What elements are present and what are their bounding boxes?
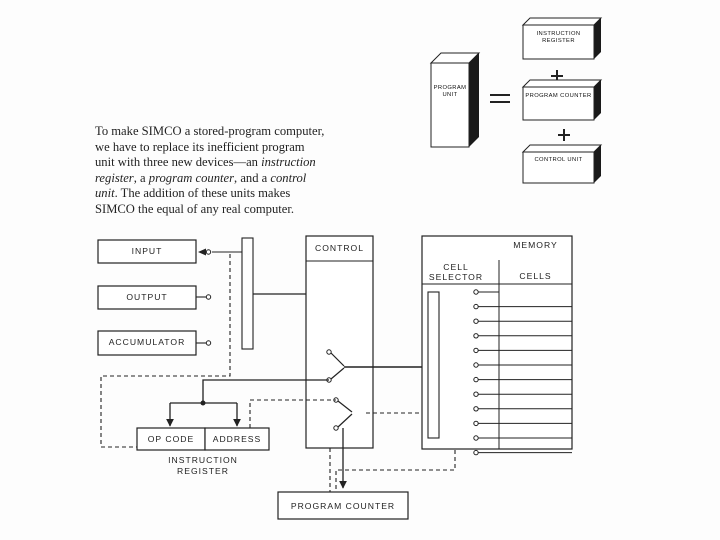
program-unit-box <box>429 52 481 148</box>
memory-cell-contact <box>473 449 479 456</box>
instruction-register-box <box>521 17 603 60</box>
output-label: OUTPUT <box>126 292 168 302</box>
plus-sign <box>558 129 570 141</box>
input-connector <box>198 248 240 256</box>
instruction-register-caption-1: INSTRUCTION <box>168 455 238 465</box>
memory-cell-contact <box>473 362 479 368</box>
caption-line: To make SIMCO a stored-program computer, <box>95 124 325 138</box>
program-unit-label: PROGRAM UNIT <box>433 85 467 98</box>
control-unit-box <box>521 144 603 184</box>
memory-cells <box>473 289 572 456</box>
memory-cell-contact <box>473 406 479 412</box>
caption-em: register <box>95 170 134 185</box>
instruction-register-label: INSTRUCTION REGISTER <box>536 31 581 44</box>
control-box <box>305 235 374 449</box>
caption-paragraph: To make SIMCO a stored-program computer,… <box>95 124 395 217</box>
caption-em: program counter <box>148 170 235 185</box>
instruction-register-caption-2: REGISTER <box>177 466 229 476</box>
caption-em: control <box>270 170 307 185</box>
cell-selector-bar <box>427 291 440 439</box>
op-code-label: OP CODE <box>147 434 195 444</box>
accumulator-label: ACCUMULATOR <box>108 337 186 347</box>
plus-sign <box>551 70 563 82</box>
caption-em: unit <box>95 186 115 200</box>
equals-sign <box>490 94 510 103</box>
memory-cell-contact <box>473 333 479 339</box>
caption-em: instruction <box>261 155 316 169</box>
program-counter-box <box>521 79 603 121</box>
memory-cell-contact <box>473 289 479 295</box>
caption-line: . The addition of these units makes <box>114 186 291 200</box>
memory-cell-contact <box>473 391 479 397</box>
caption-line: unit with three new devices—an <box>95 155 262 169</box>
caption-line: , a <box>133 170 149 185</box>
address-box <box>204 427 270 451</box>
control-label: CONTROL <box>314 243 365 253</box>
memory-cell-contact <box>473 347 479 354</box>
memory-cell-contact <box>473 318 479 324</box>
control-unit-label: CONTROL UNIT <box>534 157 583 163</box>
input-label: INPUT <box>131 246 163 256</box>
accumulator-box <box>97 330 197 356</box>
io-selector-bar <box>241 237 254 350</box>
program-counter-label-main: PROGRAM COUNTER <box>290 501 396 511</box>
memory-label: MEMORY <box>513 240 558 250</box>
program-counter-label: PROGRAM COUNTER <box>525 93 592 99</box>
address-label: ADDRESS <box>212 434 262 444</box>
memory-cell-contact <box>473 435 479 441</box>
input-box <box>97 239 197 264</box>
caption-line: , and a <box>234 170 271 185</box>
output-connector <box>196 294 212 300</box>
cell-selector-label: CELL SELECTOR <box>428 262 484 282</box>
memory-cell-contact <box>473 376 479 383</box>
caption-line: we have to replace its inefficient progr… <box>95 139 305 154</box>
memory-cell-contact <box>473 420 479 427</box>
caption-line: SIMCO the equal of any real computer. <box>95 201 294 216</box>
memory-box <box>421 235 573 450</box>
cells-label: CELLS <box>519 271 552 281</box>
accumulator-connector <box>196 340 212 346</box>
program-counter-box-main <box>277 491 409 520</box>
memory-cell-contact <box>473 303 479 310</box>
